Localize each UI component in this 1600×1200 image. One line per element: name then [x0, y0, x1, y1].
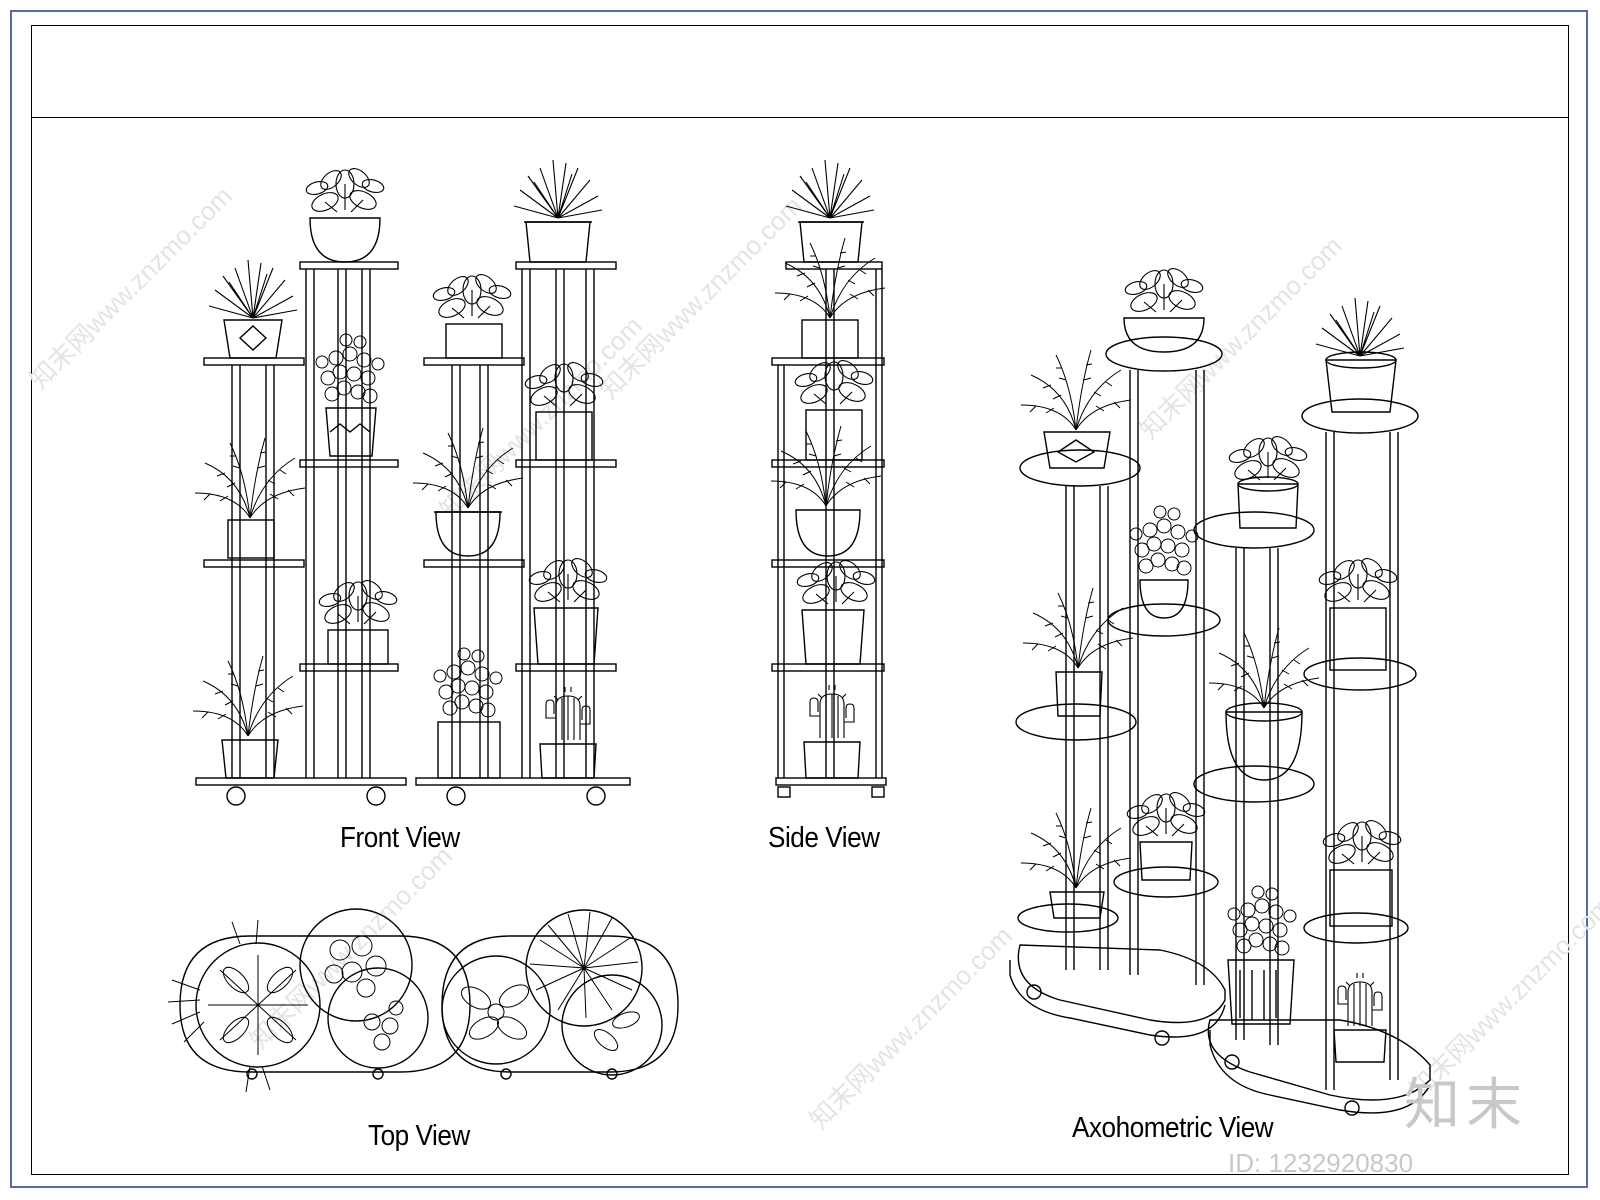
- watermark-id: ID: 1232920830: [1228, 1148, 1414, 1178]
- axonometric-view-shelves: [1009, 264, 1431, 1116]
- title-block: [31, 25, 1569, 118]
- top-view-shelves: [167, 908, 679, 1093]
- front-view-label: Front View: [340, 822, 460, 854]
- outer-frame: [10, 10, 1588, 1188]
- front-view-shelf-left: [192, 164, 407, 806]
- front-view-shelf-right: [412, 159, 631, 806]
- watermark-logo: 知末: [1404, 1073, 1528, 1138]
- side-view-shelf: [770, 159, 887, 798]
- inner-frame: [31, 25, 1569, 1175]
- axonometric-view-label: Axohometric View: [1072, 1112, 1274, 1144]
- side-view-label: Side View: [768, 822, 880, 854]
- top-view-label: Top View: [368, 1120, 470, 1152]
